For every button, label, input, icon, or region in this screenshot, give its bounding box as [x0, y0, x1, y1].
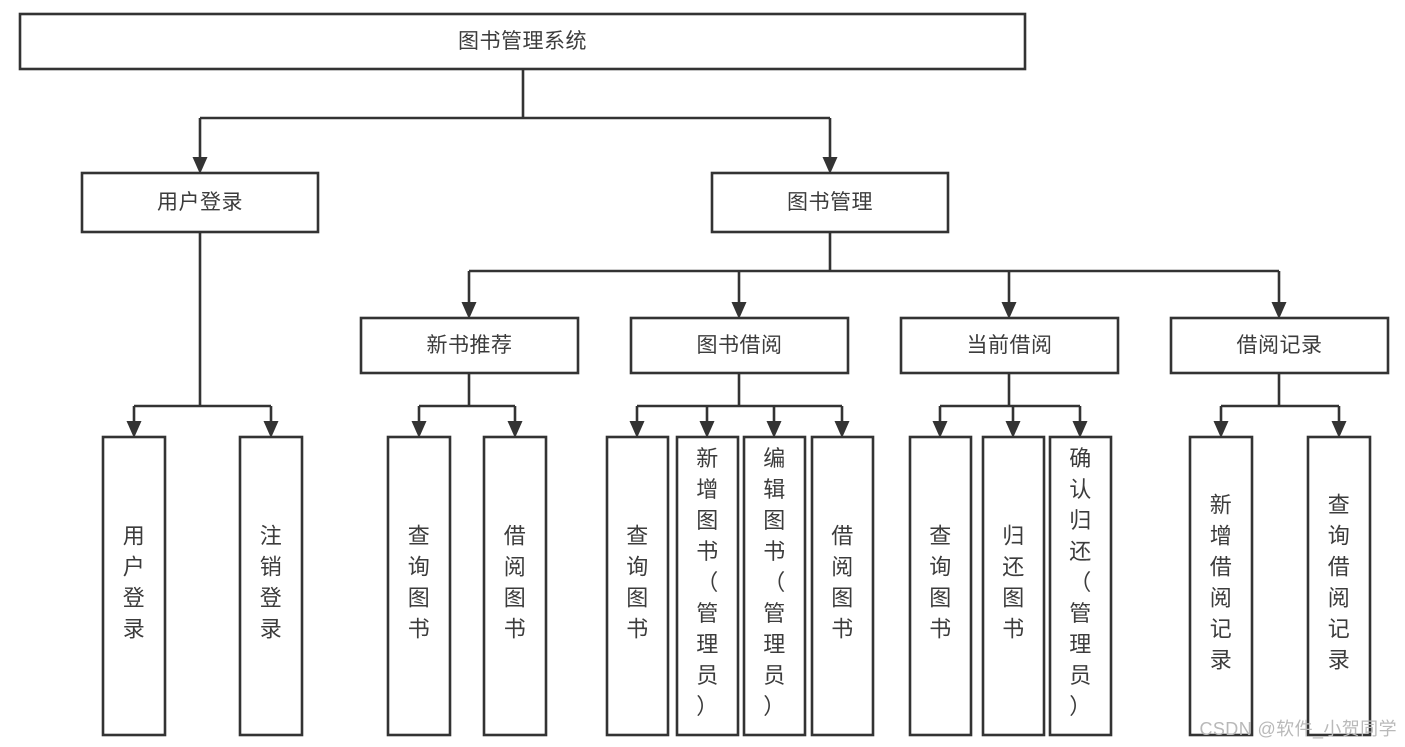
arrow-head-icon: [263, 421, 279, 438]
node-leaf-add-record[interactable]: 新增借阅记录: [1188, 435, 1254, 737]
arrow-head-icon: [1331, 421, 1347, 438]
node-label: 借阅图书: [504, 524, 527, 642]
node-label: 图书借阅: [697, 334, 783, 357]
node-box[interactable]: [80, 171, 320, 234]
node-borrow-record[interactable]: 借阅记录: [1169, 316, 1390, 375]
arrow-head-icon: [1271, 302, 1287, 319]
node-label: 借阅记录: [1237, 334, 1323, 357]
node-new-book-recommend[interactable]: 新书推荐: [359, 316, 580, 375]
node-label: 当前借阅: [967, 334, 1053, 357]
connector-group-current-borrow-to-leaves: [932, 373, 1088, 438]
node-leaf-user-logout[interactable]: 注销登录: [238, 435, 304, 737]
arrow-head-icon: [1001, 302, 1017, 319]
connector-group-new-book-to-leaves: [411, 373, 523, 438]
node-label: 编辑图书（管理员）: [763, 446, 786, 719]
node-box[interactable]: [981, 435, 1046, 737]
node-label: 注销登录: [260, 524, 283, 642]
node-box[interactable]: [1188, 435, 1254, 737]
node-leaf-return-book[interactable]: 归还图书: [981, 435, 1046, 737]
node-box[interactable]: [1048, 435, 1113, 737]
node-box[interactable]: [908, 435, 973, 737]
node-book-borrow[interactable]: 图书借阅: [629, 316, 850, 375]
node-box[interactable]: [18, 12, 1027, 71]
arrow-head-icon: [766, 421, 782, 438]
node-label: 用户登录: [123, 524, 146, 642]
node-label: 查询图书: [626, 524, 649, 642]
arrow-head-icon: [1005, 421, 1021, 438]
node-box[interactable]: [629, 316, 850, 375]
node-leaf-confirm-return[interactable]: 确认归还（管理员）: [1048, 435, 1113, 737]
node-label: 新书推荐: [427, 334, 513, 357]
arrow-head-icon: [1213, 421, 1229, 438]
node-label: 查询图书: [929, 524, 952, 642]
node-box[interactable]: [238, 435, 304, 737]
node-label: 图书管理系统: [458, 30, 587, 53]
node-leaf-borrow-book-2[interactable]: 借阅图书: [810, 435, 875, 737]
node-box[interactable]: [605, 435, 670, 737]
node-box[interactable]: [482, 435, 548, 737]
node-leaf-borrow-book-1[interactable]: 借阅图书: [482, 435, 548, 737]
arrow-head-icon: [192, 157, 208, 174]
connector-group-book-manage-to-l2: [461, 232, 1287, 319]
node-box[interactable]: [101, 435, 167, 737]
arrow-head-icon: [822, 157, 838, 174]
node-user-login[interactable]: 用户登录: [80, 171, 320, 234]
connectors-layer: [126, 69, 1347, 438]
node-root-system-title[interactable]: 图书管理系统: [18, 12, 1027, 71]
arrow-head-icon: [834, 421, 850, 438]
node-label: 查询图书: [408, 524, 431, 642]
node-box[interactable]: [675, 435, 740, 737]
node-label: 用户登录: [157, 191, 243, 214]
node-box[interactable]: [1169, 316, 1390, 375]
arrow-head-icon: [731, 302, 747, 319]
arrow-head-icon: [932, 421, 948, 438]
node-book-manage[interactable]: 图书管理: [710, 171, 950, 234]
connector-group-book-borrow-to-leaves: [629, 373, 850, 438]
node-box[interactable]: [359, 316, 580, 375]
node-leaf-query-book-2[interactable]: 查询图书: [605, 435, 670, 737]
arrow-head-icon: [629, 421, 645, 438]
node-label: 借阅图书: [831, 524, 854, 642]
arrow-head-icon: [699, 421, 715, 438]
node-leaf-add-book[interactable]: 新增图书（管理员）: [675, 435, 740, 737]
node-leaf-edit-book[interactable]: 编辑图书（管理员）: [742, 435, 807, 737]
node-box[interactable]: [742, 435, 807, 737]
connector-group-user-login-to-leaves: [126, 232, 279, 438]
node-label: 确认归还（管理员）: [1069, 446, 1092, 719]
node-box[interactable]: [1306, 435, 1372, 737]
node-box[interactable]: [386, 435, 452, 737]
node-box[interactable]: [899, 316, 1120, 375]
arrow-head-icon: [507, 421, 523, 438]
nodes-layer: 图书管理系统用户登录图书管理新书推荐图书借阅当前借阅借阅记录用户登录注销登录查询…: [18, 12, 1390, 737]
node-label: 归还图书: [1002, 524, 1025, 642]
node-current-borrow[interactable]: 当前借阅: [899, 316, 1120, 375]
node-leaf-user-login[interactable]: 用户登录: [101, 435, 167, 737]
node-label: 新增图书（管理员）: [696, 446, 719, 719]
node-label: 图书管理: [787, 191, 873, 214]
node-leaf-query-record[interactable]: 查询借阅记录: [1306, 435, 1372, 737]
node-leaf-query-book-3[interactable]: 查询图书: [908, 435, 973, 737]
node-label: 新增借阅记录: [1210, 493, 1233, 673]
node-label: 查询借阅记录: [1328, 493, 1351, 673]
node-box[interactable]: [810, 435, 875, 737]
connector-group-root-to-l1: [192, 69, 838, 174]
arrow-head-icon: [461, 302, 477, 319]
arrow-head-icon: [126, 421, 142, 438]
connector-group-borrow-record-to-leaves: [1213, 373, 1347, 438]
arrow-head-icon: [411, 421, 427, 438]
node-box[interactable]: [710, 171, 950, 234]
arrow-head-icon: [1072, 421, 1088, 438]
node-leaf-query-book-1[interactable]: 查询图书: [386, 435, 452, 737]
